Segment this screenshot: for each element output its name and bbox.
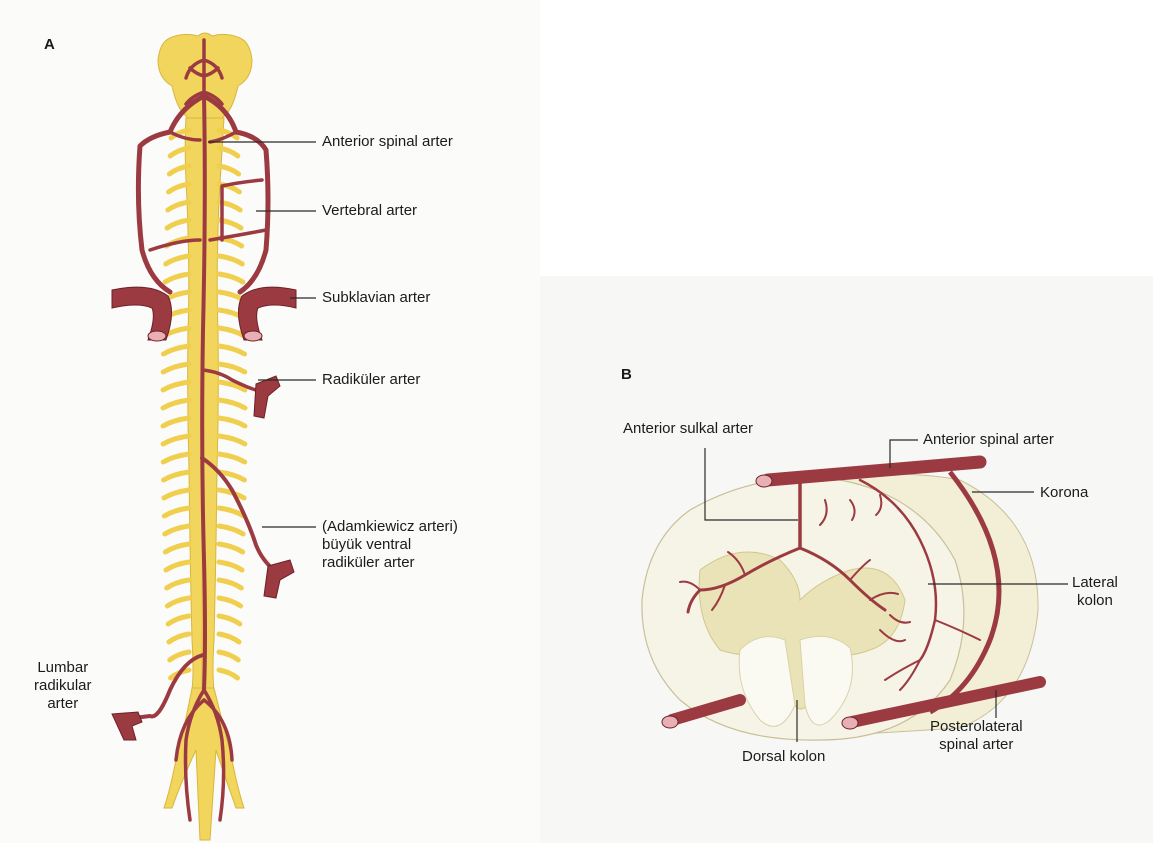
label-lateral-column: Lateral kolon xyxy=(1072,574,1118,610)
posterolateral-right-lumen xyxy=(842,717,858,729)
anterior-spinal-tube xyxy=(768,462,980,480)
radicular-stub xyxy=(254,376,280,418)
cauda-equina xyxy=(164,688,244,840)
label-dorsal-column: Dorsal kolon xyxy=(742,748,825,766)
label-anterior-sulcal-artery: Anterior sulkal arter xyxy=(623,420,753,438)
label-vertebral-artery: Vertebral arter xyxy=(322,202,417,220)
lumbar-stub xyxy=(112,712,142,740)
label-radicular-artery: Radiküler arter xyxy=(322,371,420,389)
label-anterior-spinal-artery-b: Anterior spinal arter xyxy=(923,431,1054,449)
label-subclavian-artery: Subklavian arter xyxy=(322,289,430,307)
label-adamkiewicz-artery: (Adamkiewicz arteri) büyük ventral radik… xyxy=(322,518,458,572)
subclavian-left-lumen xyxy=(148,331,166,341)
label-anterior-spinal-artery-a: Anterior spinal arter xyxy=(322,133,453,151)
label-korona: Korona xyxy=(1040,484,1088,502)
panel-a-figure xyxy=(112,33,316,840)
label-lumbar-radicular-artery: Lumbar radikular arter xyxy=(34,659,92,713)
anterior-spinal-lumen xyxy=(756,475,772,487)
panel-b-letter: B xyxy=(621,366,632,384)
posterolateral-left-lumen xyxy=(662,716,678,728)
panel-a-letter: A xyxy=(44,36,55,54)
panel-b-figure xyxy=(642,440,1068,742)
label-posterolateral-spinal-artery: Posterolateral spinal arter xyxy=(930,718,1023,754)
subclavian-right-lumen xyxy=(244,331,262,341)
adamkiewicz-stub xyxy=(264,560,294,598)
